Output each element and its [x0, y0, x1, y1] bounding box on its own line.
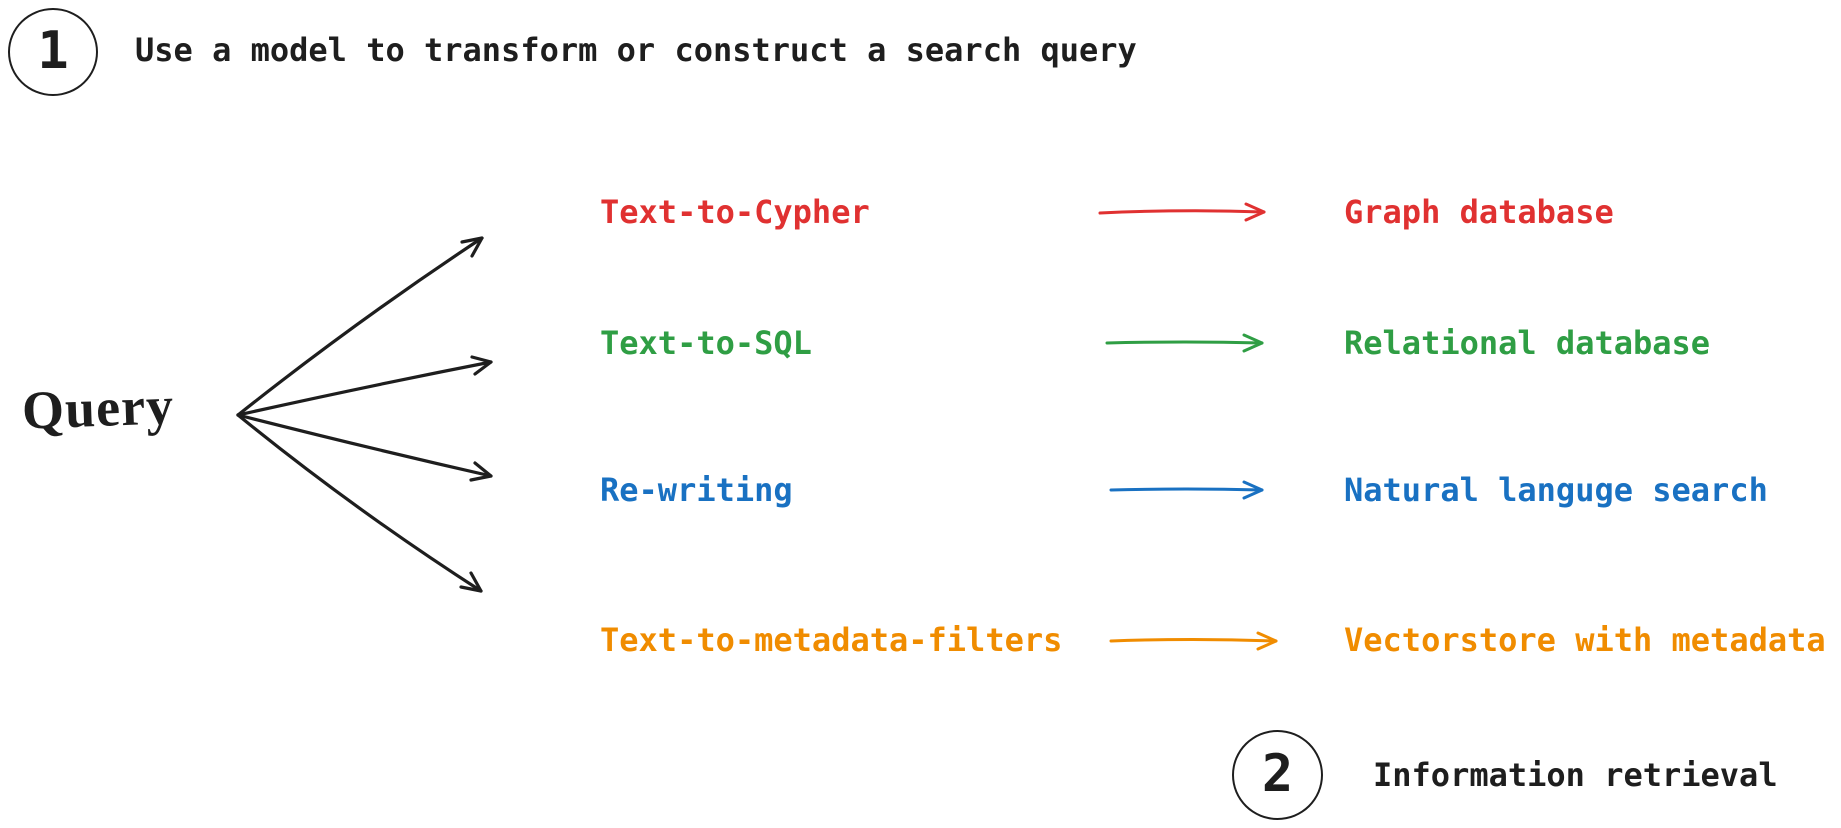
method-label-text-to-metadata-filters: Text-to-metadata-filters	[600, 621, 1063, 659]
arrow-re-writing-to-natural-language-search	[1109, 480, 1264, 500]
target-label-natural-language-search: Natural languge search	[1344, 471, 1768, 509]
target-label-relational-database: Relational database	[1344, 324, 1711, 362]
step-1-badge: 1	[8, 8, 98, 96]
arrow-text-to-metadata-filters-to-vectorstore	[1109, 631, 1278, 651]
step-1-number: 1	[37, 21, 69, 81]
fan-arrow-to-text-to-cypher	[236, 236, 484, 417]
arrow-text-to-cypher-to-graph-database	[1098, 202, 1266, 222]
step-2-number: 2	[1261, 744, 1294, 804]
fan-arrow-to-re-writing	[236, 413, 493, 482]
method-label-re-writing: Re-writing	[600, 471, 793, 509]
target-label-graph-database: Graph database	[1344, 193, 1614, 231]
fan-arrow-to-text-to-metadata-filters	[236, 413, 483, 593]
step-1-title: Use a model to transform or construct a …	[135, 31, 1137, 69]
target-label-vectorstore-with-metadata: Vectorstore with metadata	[1344, 621, 1826, 659]
arrow-text-to-sql-to-relational-database	[1105, 333, 1264, 353]
method-label-text-to-cypher: Text-to-Cypher	[600, 193, 870, 231]
step-2-title: Information retrieval	[1373, 756, 1778, 794]
step-2-badge: 2	[1232, 730, 1323, 820]
method-label-text-to-sql: Text-to-SQL	[600, 324, 812, 362]
fan-arrow-to-text-to-sql	[236, 355, 493, 417]
